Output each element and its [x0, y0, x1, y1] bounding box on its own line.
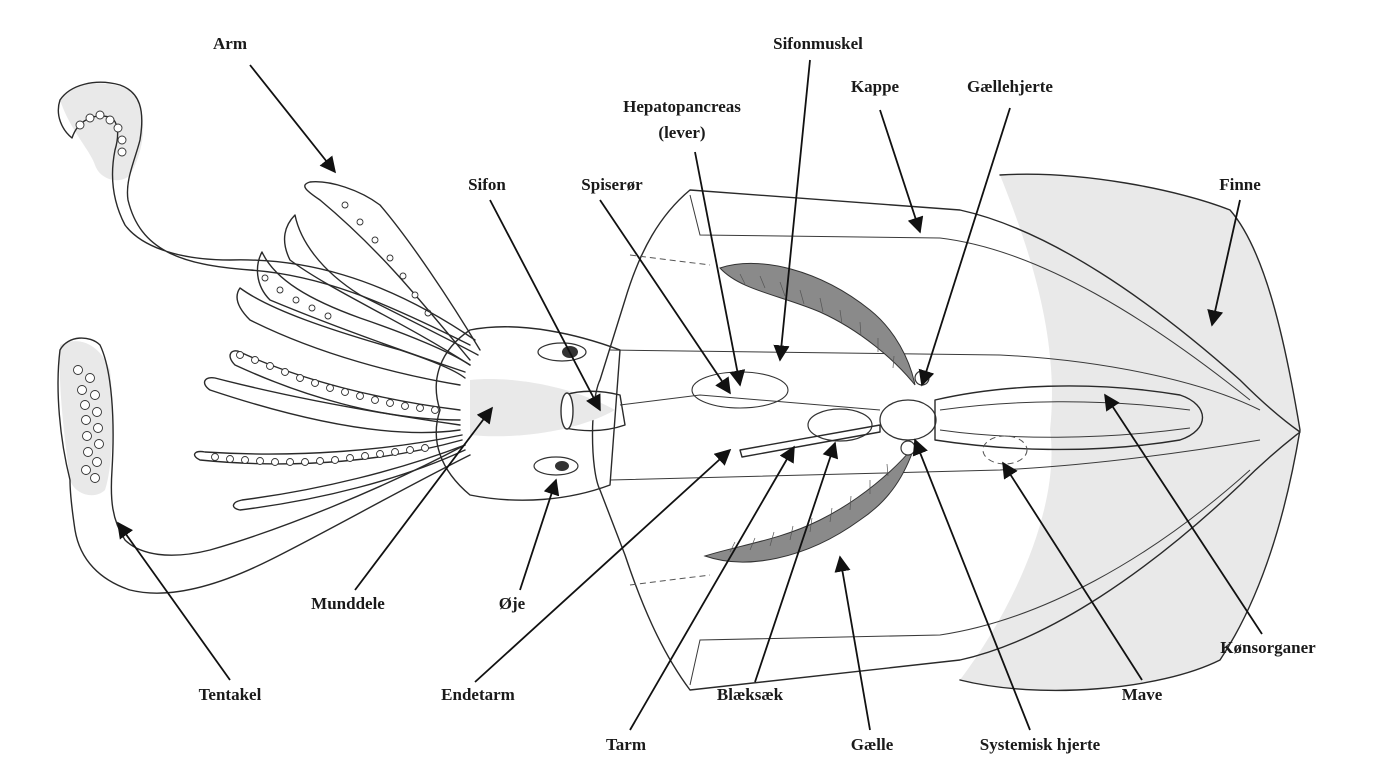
label-kappe: Kappe: [851, 77, 900, 96]
label-endetarm: Endetarm: [441, 685, 515, 704]
label-sifonmuskel: Sifonmuskel: [773, 34, 863, 53]
mantle-inner: [689, 194, 1251, 686]
labels: Arm Sifonmuskel Kappe Gællehjerte Hepato…: [199, 34, 1316, 754]
label-koensorganer: Kønsorganer: [1220, 638, 1316, 657]
label-sifon: Sifon: [468, 175, 506, 194]
esophagus: [619, 394, 881, 411]
label-systemisk-hjerte: Systemisk hjerte: [980, 735, 1101, 754]
label-gaellehjerte: Gællehjerte: [967, 77, 1053, 96]
tentacles: [57, 81, 476, 594]
head-outline: [435, 326, 621, 501]
label-hepatopancreas: Hepatopancreas: [623, 97, 741, 116]
leader-arrows: [117, 59, 1263, 731]
label-blaeksaek: Blæksæk: [717, 685, 784, 704]
label-tarm: Tarm: [606, 735, 646, 754]
label-finne: Finne: [1219, 175, 1261, 194]
internal-organs: [619, 262, 1204, 563]
ink-sac: [807, 408, 873, 442]
siphon-tube: [564, 390, 626, 432]
label-tentakel: Tentakel: [199, 685, 262, 704]
intestine: [739, 424, 881, 458]
label-gaelle: Gælle: [851, 735, 894, 754]
label-munddele: Munddele: [311, 594, 385, 613]
label-mave: Mave: [1122, 685, 1163, 704]
hepatopancreas: [691, 371, 789, 409]
label-lever: (lever): [658, 123, 705, 142]
upper-gill: [719, 262, 916, 386]
branchial-heart-lower: [900, 440, 916, 456]
label-arm: Arm: [213, 34, 247, 53]
systemic-heart: [879, 399, 937, 441]
label-spiseroer: Spiserør: [581, 175, 643, 194]
arms: [193, 181, 481, 511]
fin-outline: [959, 173, 1301, 692]
label-oeje: Øje: [499, 594, 526, 613]
head: [435, 326, 626, 501]
stomach: [934, 385, 1204, 451]
